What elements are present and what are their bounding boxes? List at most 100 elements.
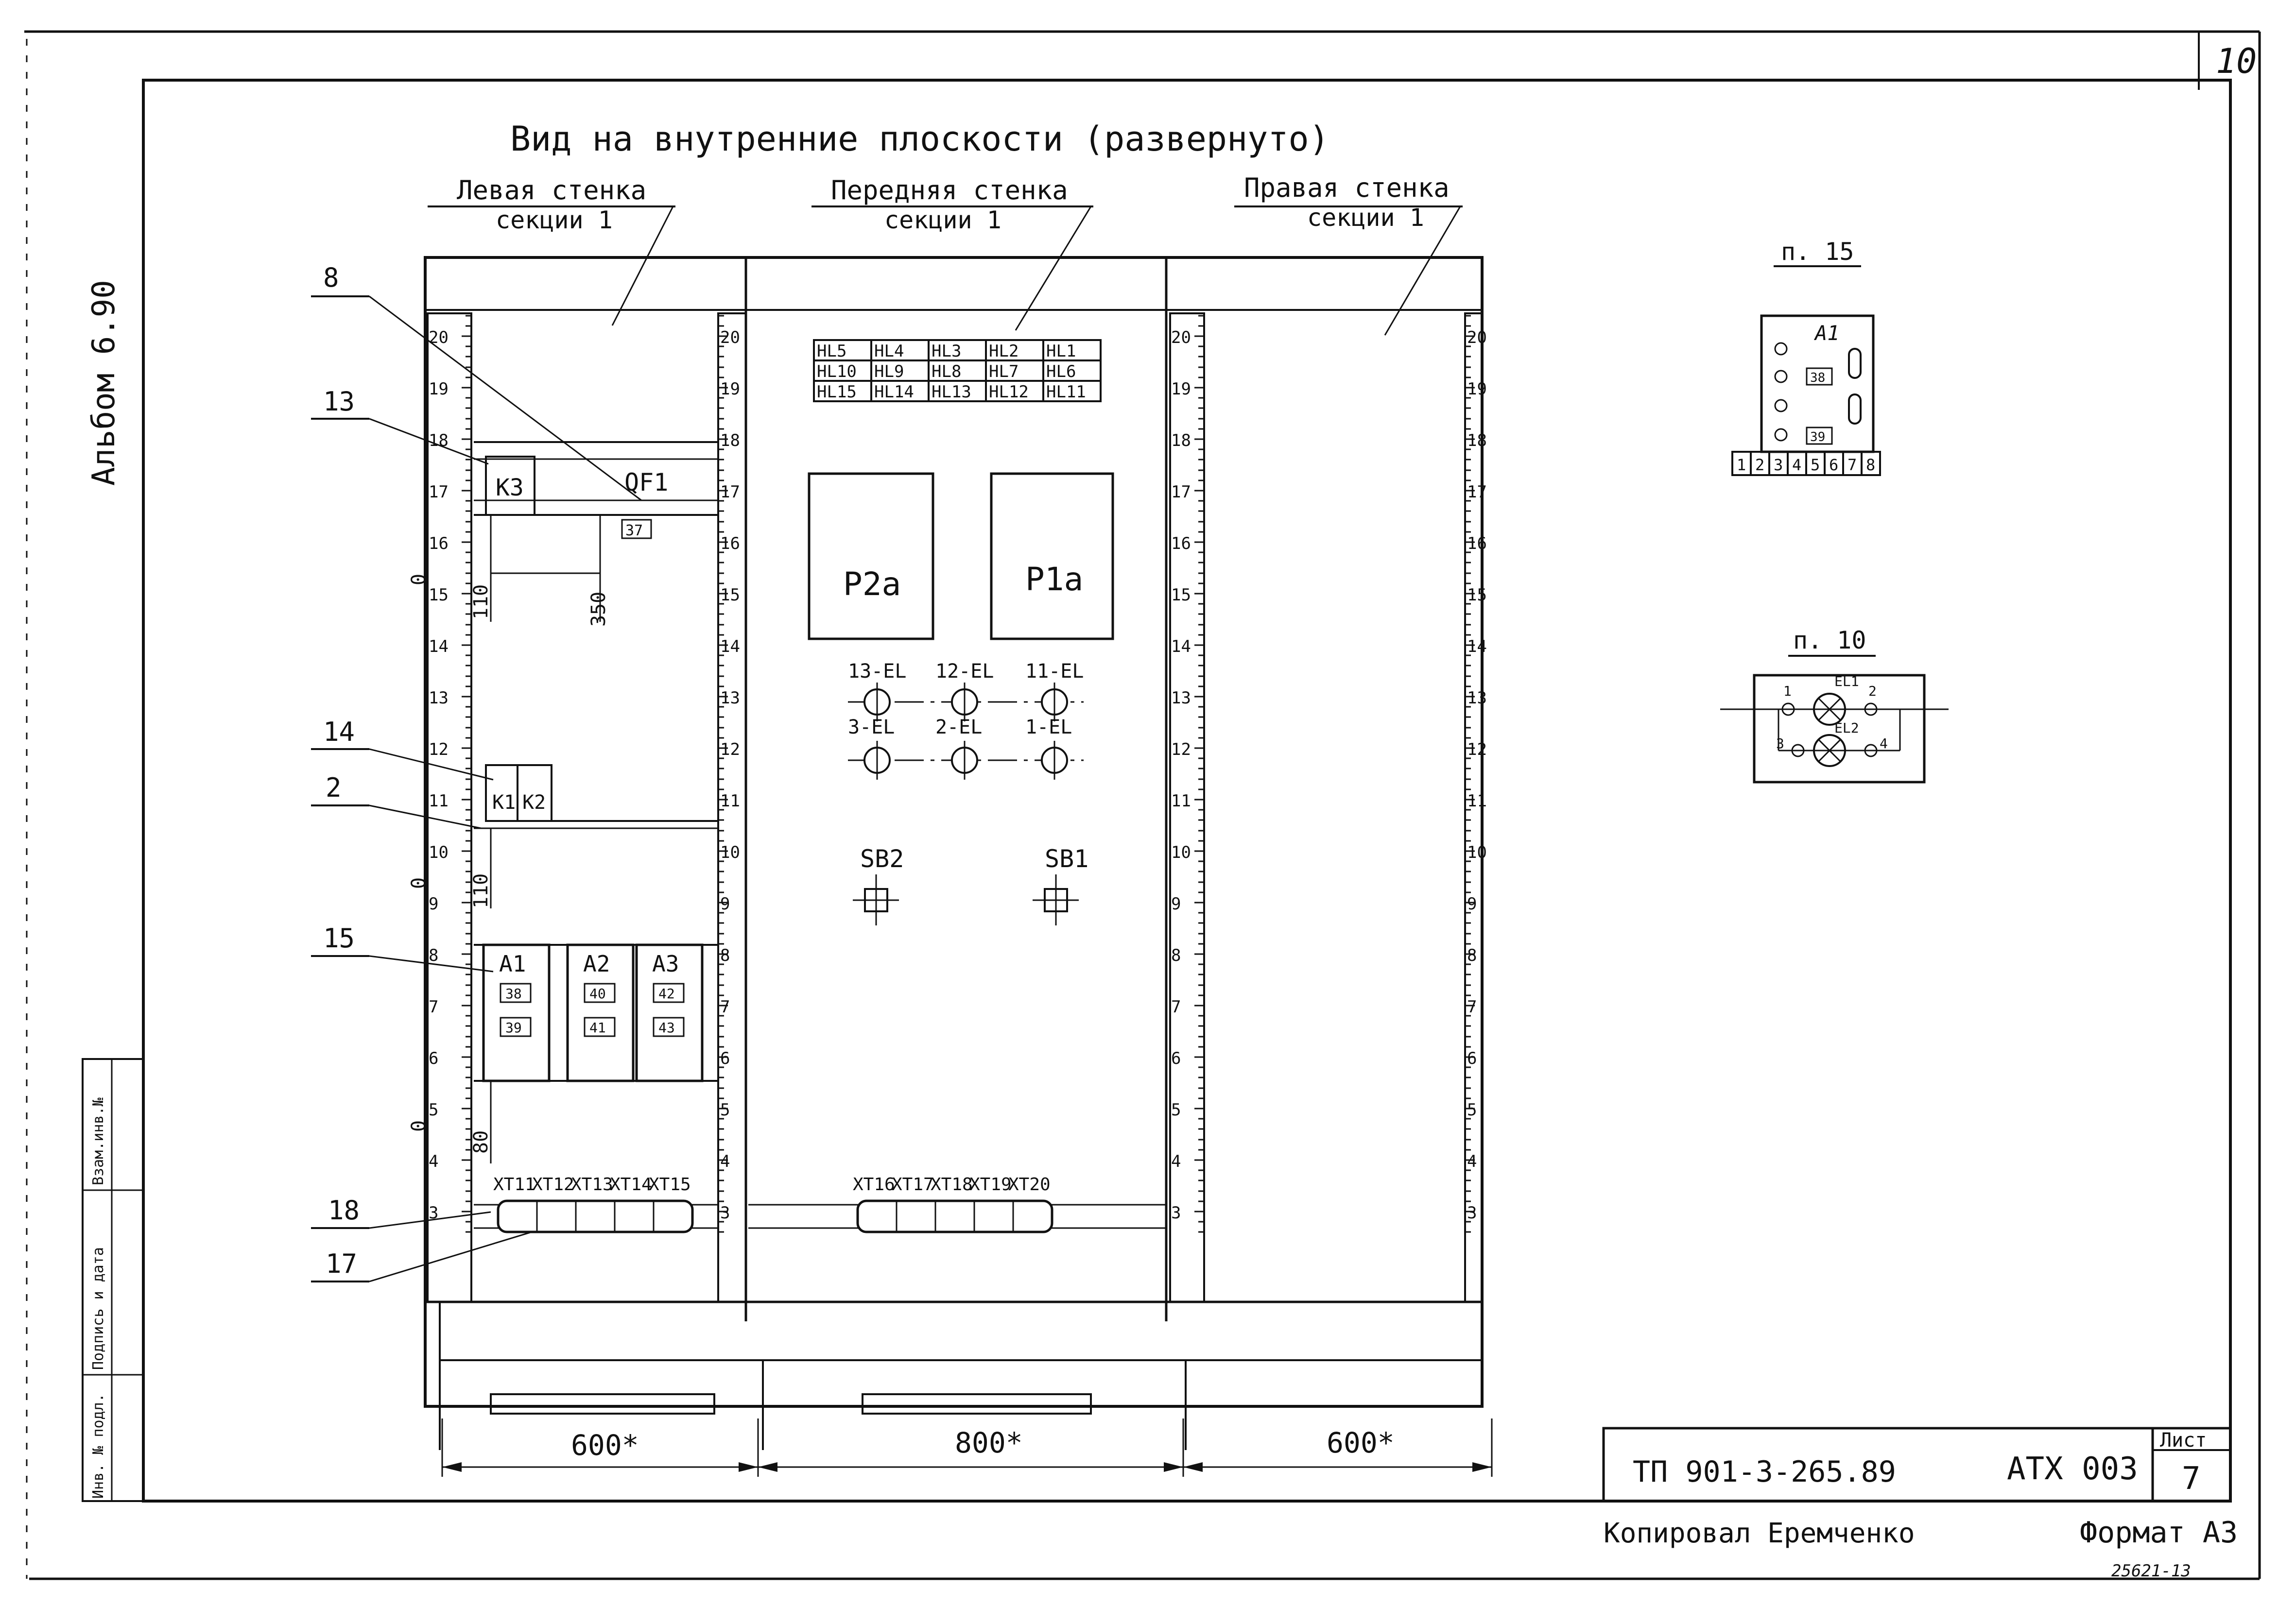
left-rail-2-mark-14: 14 (720, 637, 740, 656)
right-rail-2-mark-20: 20 (1467, 328, 1487, 347)
right-rail-2-mark-7: 7 (1467, 997, 1477, 1017)
relay-k3-label: K3 (496, 474, 524, 501)
left-rail-2-mark-4: 4 (720, 1152, 730, 1171)
right-rail-1-mark-12: 12 (1171, 740, 1191, 759)
lamp-label: HL1 (1046, 342, 1076, 361)
left-wall-section: секции 1 (496, 206, 613, 234)
button-sb2 (853, 874, 899, 925)
detail-p10-title: п. 10 (1793, 626, 1866, 654)
light-label-2-el: 2-EL (935, 716, 982, 738)
detail-p10-pin1: 1 (1783, 683, 1792, 699)
overall-dimensions: 600* 800* 600* (441, 1418, 1493, 1477)
p15-terminal-label: 3 (1774, 456, 1783, 474)
left-rail-2-mark-9: 9 (720, 894, 730, 914)
right-rail-2-mark-11: 11 (1467, 791, 1487, 811)
terminal-label-xt14: XT14 (610, 1175, 652, 1195)
terminal-label-xt13: XT13 (571, 1175, 613, 1195)
p15-terminal-label: 4 (1792, 456, 1801, 474)
right-wall-section: секции 1 (1307, 204, 1424, 232)
callout-18: 18 (328, 1195, 360, 1226)
detail-p15-box-2: 39 (1810, 430, 1825, 444)
right-rail-2-mark-12: 12 (1467, 740, 1487, 759)
archive-number: 25621-13 (2111, 1561, 2191, 1581)
right-rail-1 (1169, 312, 1205, 1303)
right-rail-2-mark-4: 4 (1467, 1152, 1477, 1171)
right-rail-2-mark-18: 18 (1467, 431, 1487, 450)
left-rail-1-mark-9: 9 (429, 894, 438, 914)
inner-frame (142, 79, 2232, 1503)
left-rail-1-mark-16: 16 (429, 534, 449, 553)
module-label: A2 (583, 951, 610, 977)
module-box-top: 38 (505, 986, 522, 1002)
callout-8: 8 (323, 262, 339, 293)
zero-mark-2: 0 (408, 877, 430, 889)
title-block: ТП 901-3-265.89 АТХ 003 Лист 7 (1602, 1427, 2232, 1503)
module-box (500, 983, 532, 1003)
left-rail-2-mark-10: 10 (720, 843, 740, 862)
right-rail-2-mark-19: 19 (1467, 379, 1487, 399)
detail-p10: п. 10 EL1 EL2 1 2 3 4 (1720, 626, 1949, 784)
left-wall-header: Левая стенка секции 1 (428, 175, 675, 326)
relay-k2 (517, 764, 552, 822)
lamp-label: HL3 (932, 342, 961, 361)
callout-17: 17 (326, 1248, 357, 1279)
left-rail-1-mark-15: 15 (429, 585, 449, 605)
detail-p15-box-1: 38 (1810, 371, 1825, 385)
sheet-label: Лист (2160, 1429, 2207, 1452)
detail-p15-label: A1 (1813, 321, 1840, 345)
left-rail-1-mark-5: 5 (429, 1100, 438, 1120)
lamp-label: HL13 (932, 382, 971, 402)
right-rail-2-mark-5: 5 (1467, 1100, 1477, 1120)
lamp-label: HL4 (874, 342, 904, 361)
module-box (584, 1017, 616, 1037)
callout-13: 13 (323, 386, 355, 417)
rail-scale-marks: 2019181716151413121110987654320191817161… (429, 315, 1487, 1233)
p15-terminal-label: 2 (1755, 456, 1764, 474)
module-a2 (566, 943, 635, 1082)
left-rail-2-mark-18: 18 (720, 431, 740, 450)
left-rail-1-mark-19: 19 (429, 379, 449, 399)
light-label-12-el: 12-EL (935, 660, 994, 683)
right-rail-2-mark-6: 6 (1467, 1049, 1477, 1068)
detail-p10-lamp2: EL2 (1834, 720, 1859, 736)
terminal-label-xt17: XT17 (892, 1175, 934, 1195)
left-rail-2-mark-16: 16 (720, 534, 740, 553)
light-label-13-el: 13-EL (848, 660, 906, 683)
dim-80: 80 (470, 1130, 492, 1154)
module-box-bottom: 39 (505, 1020, 522, 1036)
lamp-label: HL15 (817, 382, 857, 402)
device-p2a-label: P2a (843, 565, 901, 603)
left-rail-1-mark-7: 7 (429, 997, 438, 1017)
left-rail-2-mark-5: 5 (720, 1100, 730, 1120)
right-rail-2-mark-15: 15 (1467, 585, 1487, 605)
right-rail-1-mark-16: 16 (1171, 534, 1191, 553)
left-rail-1-mark-6: 6 (429, 1049, 438, 1068)
right-rail-2-mark-10: 10 (1467, 843, 1487, 862)
zero-mark-3: 0 (408, 1120, 430, 1132)
right-rail-1-mark-20: 20 (1171, 328, 1191, 347)
right-rail-1-mark-10: 10 (1171, 843, 1191, 862)
device-p1a-label: P1a (1025, 561, 1083, 598)
lamp-label: HL5 (817, 342, 846, 361)
left-rail-1-mark-11: 11 (429, 791, 449, 811)
callout-14: 14 (323, 717, 355, 747)
right-rail-2 (1464, 312, 1483, 1303)
left-rail-2-mark-6: 6 (720, 1049, 730, 1068)
terminal-label-xt20: XT20 (1008, 1175, 1051, 1195)
callouts: 8 13 14 2 15 18 17 (311, 262, 642, 1282)
light-label-3-el: 3-EL (848, 716, 895, 738)
module-label: A1 (499, 951, 526, 977)
right-rail-1-mark-13: 13 (1171, 688, 1191, 708)
right-rail-1-mark-14: 14 (1171, 637, 1191, 656)
left-rail-2 (717, 312, 747, 1303)
left-rail-2-mark-17: 17 (720, 482, 740, 502)
button-sb1 (1033, 874, 1079, 925)
left-rail-1-mark-13: 13 (429, 688, 449, 708)
p15-terminal-label: 7 (1847, 456, 1857, 474)
